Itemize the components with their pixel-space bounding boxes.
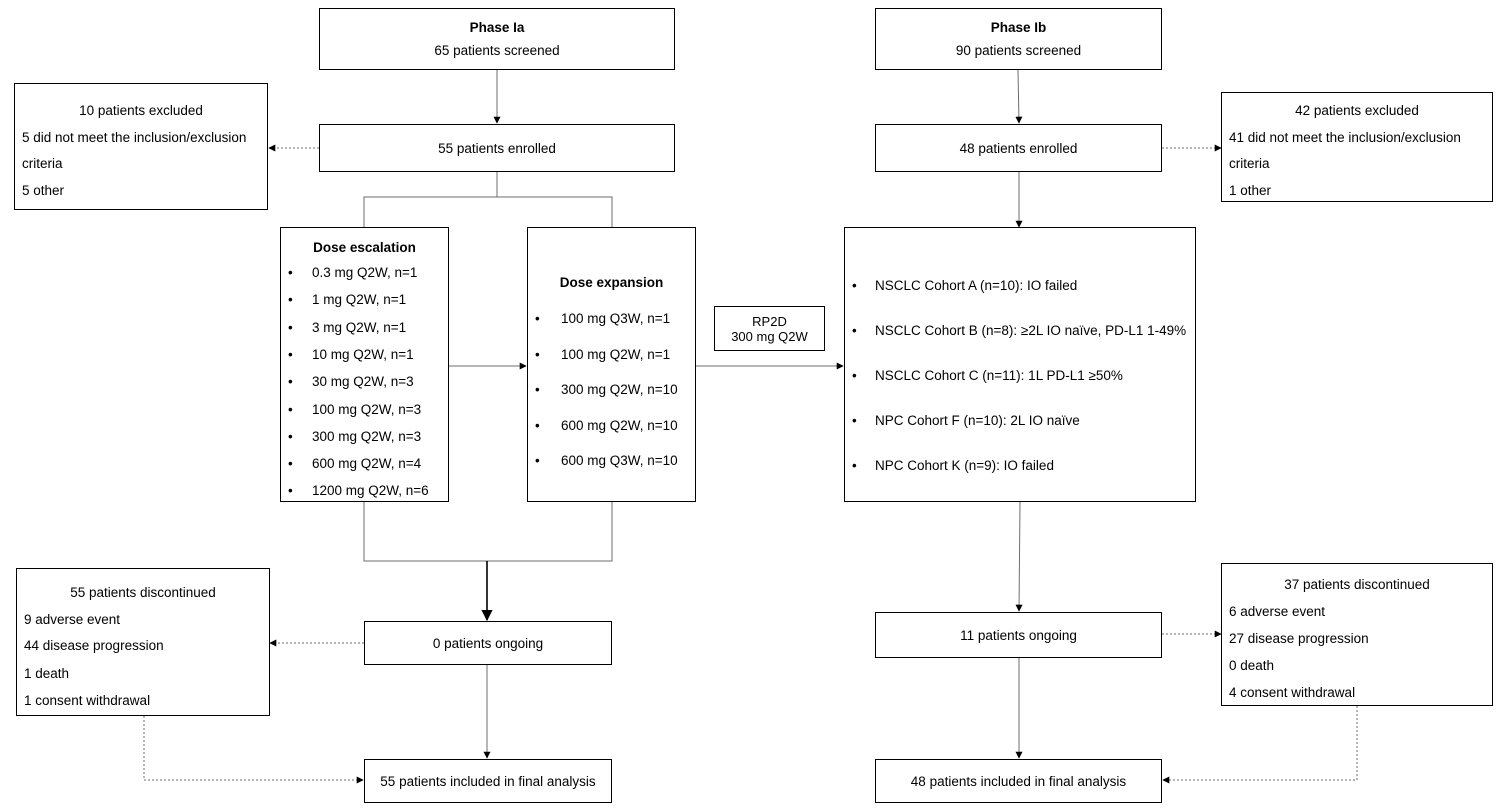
bullet-icon: • bbox=[535, 382, 540, 397]
rp2d-label: RP2D bbox=[752, 313, 787, 329]
dose-expansion-text: 100 mg Q3W, n=1 bbox=[561, 311, 671, 326]
connector-ia-split bbox=[363, 172, 498, 227]
rp2d-dose: 300 mg Q2W bbox=[731, 328, 808, 344]
dose-expansion-text: 600 mg Q2W, n=10 bbox=[561, 417, 678, 433]
phase-ib-excluded-line: criteria bbox=[1229, 156, 1270, 171]
dose-escalation-box: Dose escalation • 0.3 mg Q2W, n=1 • 1 mg Q2… bbox=[280, 227, 449, 502]
cohort-text: NPC Cohort F (n=10): 2L IO naïve bbox=[875, 413, 1080, 428]
arrow-ib-screened-enrolled bbox=[1015, 69, 1023, 124]
bullet-icon: • bbox=[535, 311, 540, 326]
rp2d-box: RP2D 300 mg Q2W bbox=[714, 306, 825, 351]
phase-ia-excluded-heading: 10 patients excluded bbox=[79, 103, 203, 118]
phase-ib-discontinued-line: 27 disease progression bbox=[1229, 631, 1369, 646]
phase-ia-excluded-line: 5 did not meet the inclusion/exclusion bbox=[22, 130, 247, 145]
bullet-icon: • bbox=[288, 428, 293, 444]
phase-ia-excluded-line: 5 other bbox=[22, 183, 65, 198]
bullet-icon: • bbox=[288, 319, 293, 335]
dose-escalation-text: 30 mg Q2W, n=3 bbox=[312, 374, 414, 390]
phase-ib-excluded-line: 41 did not meet the inclusion/exclusion bbox=[1229, 130, 1461, 145]
phase-ia-discontinued-line: 9 adverse event bbox=[24, 612, 121, 627]
phase-ib-title: Phase Ib bbox=[990, 20, 1047, 35]
dose-escalation-text: 600 mg Q2W, n=4 bbox=[312, 456, 422, 472]
phase-ia-discontinued-heading: 55 patients discontinued bbox=[70, 585, 216, 600]
arrow-ia-discontinued-final bbox=[143, 716, 364, 784]
phase-ia-final-text: 55 patients included in final analysis bbox=[380, 773, 596, 789]
phase-ia-ongoing-text: 0 patients ongoing bbox=[432, 635, 544, 651]
phase-ib-final-box: 48 patients included in final analysis bbox=[875, 759, 1162, 803]
phase-ib-enrolled-text: 48 patients enrolled bbox=[959, 140, 1078, 156]
dose-expansion-box: Dose expansion • 100 mg Q3W, n=1 • 100 mg Q… bbox=[527, 227, 696, 502]
phase-ia-screened-box: Phase Ia 65 patients screened bbox=[319, 8, 675, 70]
bullet-icon: • bbox=[288, 265, 293, 280]
phase-ia-title: Phase Ia bbox=[469, 20, 525, 35]
phase-ib-cohorts-box: • NSCLC Cohort A (n=10): IO failed • NSCLC … bbox=[844, 227, 1196, 502]
dose-escalation-text: 300 mg Q2W, n=3 bbox=[312, 428, 422, 444]
phase-ia-discontinued-line: 44 disease progression bbox=[24, 638, 164, 653]
dose-escalation-text: 1200 mg Q2W, n=6 bbox=[312, 483, 429, 499]
phase-ib-excluded-box: 42 patients excluded 41 did not meet the… bbox=[1221, 92, 1493, 202]
bullet-icon: • bbox=[535, 417, 540, 433]
arrow-ib-discontinued-final bbox=[1162, 706, 1358, 784]
phase-ib-ongoing-text: 11 patients ongoing bbox=[960, 627, 1077, 643]
dose-escalation-text: 1 mg Q2W, n=1 bbox=[312, 292, 407, 308]
phase-ib-final-text: 48 patients included in final analysis bbox=[910, 773, 1127, 789]
phase-ia-enrolled-box: 55 patients enrolled bbox=[319, 124, 675, 172]
phase-ia-discontinued-box: 55 patients discontinued 9 adverse event… bbox=[16, 568, 270, 716]
phase-ib-ongoing-box: 11 patients ongoing bbox=[875, 612, 1162, 658]
dose-escalation-text: 3 mg Q2W, n=1 bbox=[312, 319, 407, 335]
dose-escalation-title: Dose escalation bbox=[313, 240, 416, 255]
cohort-text: NSCLC Cohort B (n=8): ≥2L IO naïve, PD-L… bbox=[875, 323, 1187, 338]
phase-ia-excluded-box: 10 patients excluded 5 did not meet the … bbox=[14, 83, 268, 210]
bullet-icon: • bbox=[288, 483, 293, 499]
phase-ia-discontinued-line: 1 death bbox=[24, 666, 70, 681]
phase-ia-screened-text: 65 patients screened bbox=[434, 43, 560, 58]
bullet-icon: • bbox=[288, 374, 293, 390]
connector-ia-merge bbox=[363, 502, 613, 562]
phase-ib-excluded-line: 1 other bbox=[1229, 183, 1272, 198]
connector-ia-split-right bbox=[497, 196, 613, 227]
bullet-icon: • bbox=[288, 292, 293, 308]
bullet-icon: • bbox=[852, 323, 857, 338]
dose-expansion-text: 300 mg Q2W, n=10 bbox=[561, 382, 678, 397]
phase-ia-final-box: 55 patients included in final analysis bbox=[364, 759, 612, 803]
cohort-text: NPC Cohort K (n=9): IO failed bbox=[875, 458, 1054, 473]
phase-ia-ongoing-box: 0 patients ongoing bbox=[364, 621, 612, 665]
cohort-text: NSCLC Cohort A (n=10): IO failed bbox=[875, 278, 1078, 293]
bullet-icon: • bbox=[852, 278, 857, 293]
cohort-text: NSCLC Cohort C (n=11): 1L PD-L1 ≥50% bbox=[875, 368, 1123, 383]
bullet-icon: • bbox=[852, 368, 857, 383]
phase-ib-screened-text: 90 patients screened bbox=[955, 43, 1082, 58]
phase-ib-discontinued-heading: 37 patients discontinued bbox=[1284, 577, 1430, 592]
dose-escalation-text: 10 mg Q2W, n=1 bbox=[312, 346, 414, 362]
phase-ia-enrolled-text: 55 patients enrolled bbox=[438, 140, 556, 156]
phase-ib-screened-box: Phase Ib 90 patients screened bbox=[875, 8, 1162, 70]
dose-expansion-text: 100 mg Q2W, n=1 bbox=[561, 346, 671, 362]
bullet-icon: • bbox=[288, 456, 293, 472]
dose-escalation-text: 100 mg Q2W, n=3 bbox=[312, 401, 422, 417]
phase-ia-discontinued-line: 1 consent withdrawal bbox=[24, 693, 151, 708]
dose-expansion-text: 600 mg Q3W, n=10 bbox=[561, 453, 678, 468]
phase-ia-excluded-line: criteria bbox=[22, 156, 63, 171]
arrow-ib-cohorts-ongoing bbox=[1015, 501, 1023, 612]
phase-ib-discontinued-line: 6 adverse event bbox=[1229, 604, 1326, 619]
bullet-icon: • bbox=[852, 458, 857, 473]
phase-ib-enrolled-box: 48 patients enrolled bbox=[875, 124, 1162, 172]
phase-ib-discontinued-line: 4 consent withdrawal bbox=[1229, 685, 1356, 700]
phase-ib-discontinued-line: 0 death bbox=[1229, 658, 1275, 673]
bullet-icon: • bbox=[852, 413, 857, 428]
bullet-icon: • bbox=[535, 346, 540, 362]
bullet-icon: • bbox=[288, 401, 293, 417]
phase-ib-discontinued-box: 37 patients discontinued 6 adverse event… bbox=[1221, 563, 1493, 706]
bullet-icon: • bbox=[288, 346, 293, 362]
phase-ib-excluded-heading: 42 patients excluded bbox=[1295, 103, 1419, 118]
dose-expansion-title: Dose expansion bbox=[559, 275, 664, 290]
dose-escalation-text: 0.3 mg Q2W, n=1 bbox=[312, 265, 418, 280]
bullet-icon: • bbox=[535, 453, 540, 468]
